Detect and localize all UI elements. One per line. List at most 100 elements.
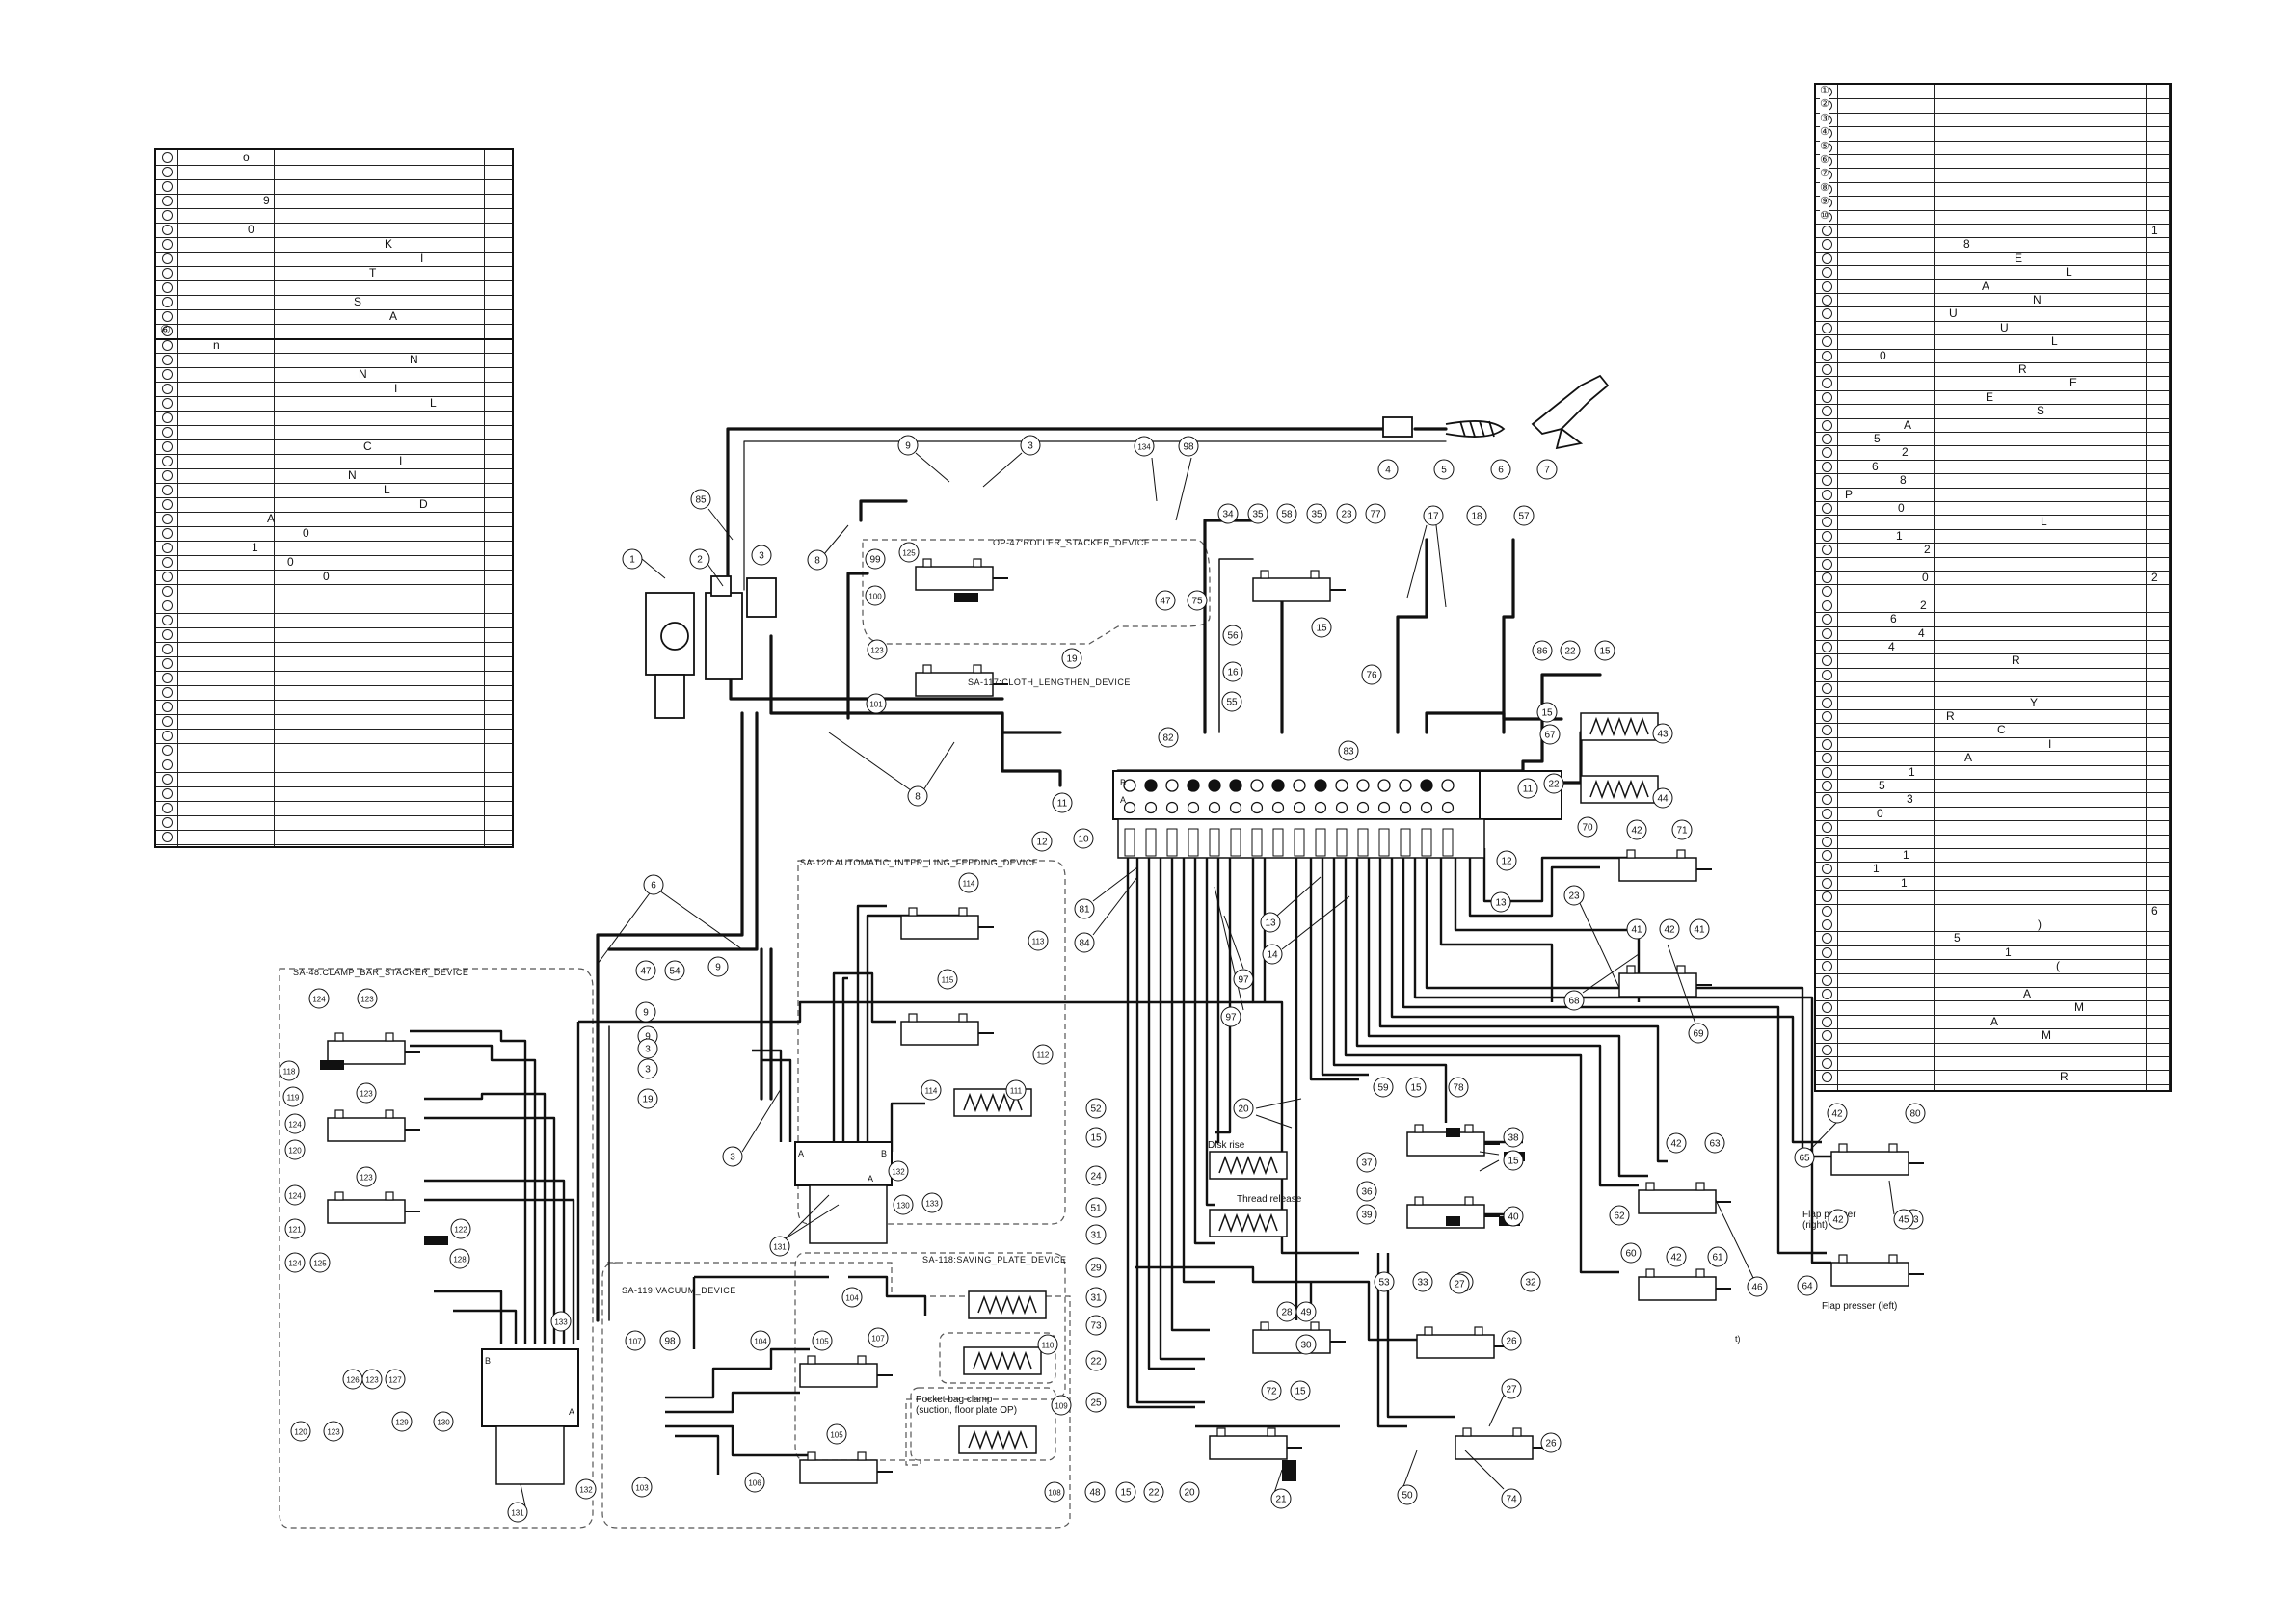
svg-text:39: 39 <box>1361 1211 1373 1221</box>
callout-50: 50 <box>1397 1484 1418 1505</box>
svg-text:105: 105 <box>830 1431 843 1440</box>
row-marker-icon <box>1822 1002 1832 1014</box>
callout-68: 68 <box>1563 990 1585 1011</box>
callout-23: 23 <box>1336 503 1357 524</box>
row-marker-icon <box>162 788 173 799</box>
callout-28: 28 <box>1276 1301 1297 1322</box>
callout-58: 58 <box>1276 503 1297 524</box>
cylinder-34 <box>1252 570 1347 602</box>
table-row <box>1816 1000 2170 1016</box>
svg-text:3: 3 <box>645 1045 651 1055</box>
svg-text:15: 15 <box>1410 1083 1422 1094</box>
table-cell-text: A <box>1904 417 1912 432</box>
table-row <box>156 555 512 571</box>
svg-text:15: 15 <box>1120 1488 1132 1499</box>
svg-text:81: 81 <box>1079 905 1090 916</box>
manifold-coil-icon <box>1271 779 1285 792</box>
svg-text:85: 85 <box>695 495 707 506</box>
callout-24: 24 <box>1085 1165 1107 1186</box>
valve-body <box>1251 828 1263 857</box>
row-marker-icon <box>162 456 173 466</box>
table-row <box>156 439 512 455</box>
table-cell-text: 2 <box>1924 543 1931 557</box>
table-row <box>156 150 512 166</box>
cylinder-106 <box>799 1451 894 1484</box>
svg-text:98: 98 <box>1183 442 1194 453</box>
row-marker-icon <box>162 658 173 669</box>
callout-74: 74 <box>1501 1488 1522 1509</box>
saving-plate-boundary <box>794 1252 1066 1466</box>
svg-text:86: 86 <box>1536 647 1548 657</box>
manifold-coil-icon <box>1165 779 1179 792</box>
svg-text:41: 41 <box>1694 925 1705 936</box>
table-row <box>1816 224 2170 239</box>
table-cell-text: E <box>2015 251 2023 265</box>
port-a-main: A <box>1120 795 1126 805</box>
table-row <box>1816 196 2170 211</box>
table-row <box>156 411 512 426</box>
svg-text:120: 120 <box>288 1147 302 1156</box>
callout-132: 132 <box>575 1478 597 1500</box>
row-marker-icon <box>1822 1072 1832 1083</box>
svg-text:73: 73 <box>1090 1321 1102 1332</box>
table-cell-text: E <box>1986 389 1994 404</box>
svg-text:14: 14 <box>1267 950 1278 961</box>
svg-text:4: 4 <box>1385 466 1391 476</box>
callout-6: 6 <box>643 874 664 895</box>
svg-text:115: 115 <box>942 976 954 985</box>
callout-3: 3 <box>722 1146 743 1167</box>
svg-text:33: 33 <box>1417 1278 1428 1289</box>
row-marker-icon <box>162 629 173 640</box>
manifold-coil-icon <box>1420 779 1433 792</box>
table-row <box>156 497 512 513</box>
table-row <box>1816 1028 2170 1044</box>
spring-actuator-108 <box>958 1425 1037 1454</box>
manifold-valve-icon <box>1399 801 1412 814</box>
table-row <box>1816 113 2170 128</box>
callout-123: 123 <box>357 988 378 1009</box>
row-marker-icon <box>1822 406 1832 417</box>
table-cell-text: 4 <box>1918 625 1925 640</box>
manifold-valve-icon <box>1335 801 1348 814</box>
svg-text:77: 77 <box>1370 510 1381 520</box>
table-row <box>1816 418 2170 433</box>
row-marker-icon <box>162 369 173 380</box>
callout-123: 123 <box>867 639 888 660</box>
valve-body <box>1421 828 1432 857</box>
row-marker-icon <box>1822 336 1832 348</box>
table-row <box>1816 599 2170 614</box>
svg-text:31: 31 <box>1090 1231 1102 1241</box>
table-cell-text: N <box>2033 293 2042 306</box>
port-b-clamp: B <box>485 1356 491 1366</box>
table-row <box>1816 168 2170 183</box>
callout-71: 71 <box>1671 819 1693 840</box>
table-row <box>156 468 512 484</box>
svg-text:114: 114 <box>925 1087 938 1096</box>
row-marker-icon <box>1822 627 1832 639</box>
table-row <box>156 208 512 224</box>
svg-text:27: 27 <box>1454 1280 1465 1290</box>
row-marker-icon <box>162 716 173 727</box>
row-marker-icon <box>1822 586 1832 598</box>
row-marker-icon <box>1822 794 1832 806</box>
svg-text:26: 26 <box>1545 1439 1557 1450</box>
callout-65: 65 <box>1794 1147 1815 1168</box>
svg-text:84: 84 <box>1079 939 1090 949</box>
table-cell-text: L <box>2041 515 2047 529</box>
table-cell-text: 0 <box>1877 806 1883 820</box>
callout-13: 13 <box>1490 891 1511 913</box>
table-row <box>1816 501 2170 517</box>
svg-text:123: 123 <box>365 1376 379 1385</box>
svg-text:32: 32 <box>1525 1278 1536 1289</box>
callout-42: 42 <box>1666 1132 1687 1154</box>
caption-flap-presser-right-side: (right) <box>1802 1220 1828 1231</box>
callout-39: 39 <box>1356 1204 1377 1225</box>
table-row <box>156 541 512 556</box>
table-row <box>1816 779 2170 794</box>
table-cell-text: 8 <box>1900 473 1907 488</box>
table-column-divider <box>484 150 485 846</box>
table-row <box>1816 835 2170 849</box>
table-cell-text: 0 <box>1922 571 1929 584</box>
row-marker-icon <box>162 282 173 293</box>
valve-body <box>1166 828 1178 857</box>
